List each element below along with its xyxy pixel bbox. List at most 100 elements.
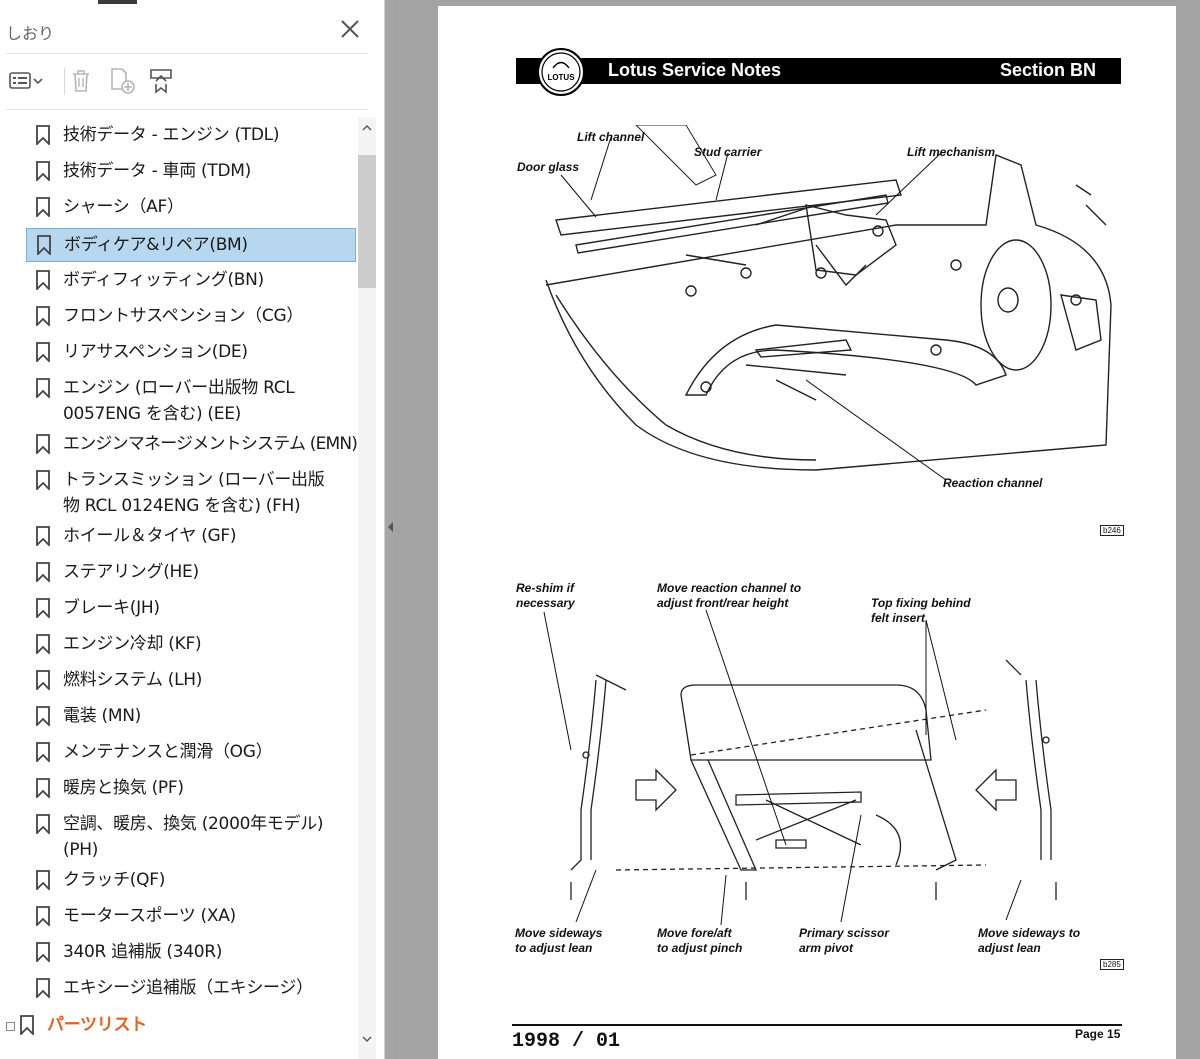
callout-reaction-channel: Reaction channel <box>943 476 1043 490</box>
bookmark-item[interactable]: ホイール＆タイヤ (GF) <box>26 520 356 554</box>
scroll-up-icon[interactable] <box>358 117 376 137</box>
bookmark-icon <box>36 562 50 582</box>
bookmark-label: エキシージ追補版（エキシージ） <box>63 978 313 998</box>
bookmark-icon <box>36 942 50 962</box>
bookmark-icon <box>36 434 50 454</box>
door-mechanism-figure <box>545 125 1112 481</box>
bookmark-label: ブレーキ(JH) <box>63 598 160 618</box>
bookmark-item[interactable]: フロントサスペンション（CG） <box>26 300 356 334</box>
bookmark-item-selected[interactable]: ボディケア&リペア(BM) <box>26 228 356 262</box>
bookmark-label: ステアリング(HE) <box>63 562 199 582</box>
bookmark-item[interactable]: 340R 追補版 (340R) <box>26 936 356 970</box>
doc-header-bar <box>516 58 1121 84</box>
bookmark-icon <box>36 978 50 998</box>
lotus-logo-icon: LOTUS <box>537 48 585 96</box>
bookmark-item[interactable]: ブレーキ(JH) <box>26 592 356 626</box>
callout-top-fixing: Top fixing behind felt insert <box>871 596 971 625</box>
bookmark-item[interactable]: エンジン (ローバー出版物 RCL 0057ENG を含む) (EE) <box>26 372 356 428</box>
bookmark-icon <box>36 870 50 890</box>
bookmark-icon <box>37 235 51 255</box>
bookmark-icon <box>36 598 50 618</box>
bookmark-icon <box>36 306 50 326</box>
bookmark-item[interactable]: エンジンマネージメントシステム (EMN) <box>26 428 358 462</box>
callout-lift-mechanism: Lift mechanism <box>907 145 996 159</box>
bookmark-item[interactable]: エキシージ追補版（エキシージ） <box>26 972 356 1006</box>
pane-tab-indicator <box>98 0 137 4</box>
footer-page-number: Page 15 <box>1075 1027 1121 1041</box>
bookmark-icon <box>36 670 50 690</box>
bookmark-icon <box>36 706 50 726</box>
bookmark-icon <box>36 906 50 926</box>
new-bookmark-icon[interactable] <box>106 64 140 98</box>
bookmark-icon <box>36 634 50 654</box>
bookmark-icon <box>36 197 50 217</box>
doc-header-section: Section BN <box>1000 60 1097 80</box>
bookmark-icon <box>36 125 50 145</box>
bookmark-item[interactable]: 暖房と換気 (PF) <box>26 772 356 806</box>
bookmark-tree: 技術データ - エンジン (TDL) 技術データ - 車両 (TDM) シャーシ… <box>0 117 358 1059</box>
bookmark-item[interactable]: リアサスペンション(DE) <box>26 336 356 370</box>
bookmark-item[interactable]: 燃料システム (LH) <box>26 664 356 698</box>
doc-header-title: Lotus Service Notes <box>608 60 782 80</box>
document-page <box>438 6 1176 1059</box>
bookmark-label: ボディフィッティング(BN) <box>63 270 264 290</box>
bookmark-item[interactable]: ステアリング(HE) <box>26 556 356 590</box>
bookmark-icon <box>20 1015 34 1035</box>
bookmark-item[interactable]: トランスミッション (ローバー出版物 RCL 0124ENG を含む) (FH) <box>26 464 356 520</box>
bookmark-icon <box>36 814 50 834</box>
bookmark-label: メンテナンスと潤滑（OG） <box>63 742 273 762</box>
bookmark-item[interactable]: クラッチ(QF) <box>26 864 356 898</box>
bookmark-options-icon[interactable] <box>6 64 46 98</box>
bookmark-item[interactable]: メンテナンスと潤滑（OG） <box>26 736 356 770</box>
bookmark-label: エンジン冷却 (KF) <box>63 634 202 654</box>
bookmark-label: 暖房と換気 (PF) <box>63 778 184 798</box>
expand-toggle-icon[interactable] <box>6 1022 15 1031</box>
bookmarks-toolbar <box>6 62 376 100</box>
callout-move-reaction-channel: Move reaction channel to adjust front/re… <box>657 581 802 610</box>
footer-rule <box>512 1024 1122 1026</box>
bookmarks-pane: しおり <box>0 0 385 1059</box>
bookmark-label: エンジンマネージメントシステム (EMN) <box>63 434 358 454</box>
bookmark-label: ホイール＆タイヤ (GF) <box>63 526 237 546</box>
bookmark-label: 技術データ - 車両 (TDM) <box>63 161 251 181</box>
bookmark-label: パーツリスト <box>47 1015 147 1035</box>
scroll-down-icon[interactable] <box>358 1029 376 1049</box>
bookmark-label: 技術データ - エンジン (TDL) <box>63 125 280 145</box>
callout-stud-carrier: Stud carrier <box>694 145 762 159</box>
bookmark-item[interactable]: ボディフィッティング(BN) <box>26 264 356 298</box>
bookmark-label: リアサスペンション(DE) <box>63 342 248 362</box>
bookmark-icon <box>36 778 50 798</box>
bookmark-item[interactable]: 技術データ - 車両 (TDM) <box>26 155 356 189</box>
bookmark-icon <box>36 161 50 181</box>
figure-tag: b246 <box>1100 525 1124 536</box>
scrollbar[interactable] <box>358 117 376 1059</box>
bookmark-icon <box>36 342 50 362</box>
expand-bookmark-icon[interactable] <box>144 64 178 98</box>
bookmark-label: シャーシ（AF） <box>63 197 184 217</box>
bookmark-item[interactable]: シャーシ（AF） <box>26 191 356 225</box>
delete-icon[interactable] <box>66 64 96 98</box>
callout-primary-scissor: Primary scissor arm pivot <box>799 926 890 955</box>
scrollbar-thumb[interactable] <box>358 155 376 288</box>
bookmark-item[interactable]: 空調、暖房、換気 (2000年モデル) (PH) <box>26 808 356 864</box>
bookmark-label: エンジン (ローバー出版物 RCL 0057ENG を含む) (EE) <box>63 378 295 424</box>
callout-door-glass: Door glass <box>517 160 580 174</box>
bookmark-label: 燃料システム (LH) <box>63 670 203 690</box>
bookmark-item[interactable]: 技術データ - エンジン (TDL) <box>26 119 356 153</box>
bookmark-label: モータースポーツ (XA) <box>63 906 236 926</box>
bookmark-icon <box>36 742 50 762</box>
bookmark-item[interactable]: エンジン冷却 (KF) <box>26 628 356 662</box>
bookmark-item[interactable]: モータースポーツ (XA) <box>26 900 356 934</box>
bookmark-item-parts-list[interactable]: パーツリスト <box>10 1009 340 1043</box>
bookmark-item[interactable]: 電装 (MN) <box>26 700 356 734</box>
callout-move-sideways-right: Move sideways to adjust lean <box>978 926 1081 955</box>
bookmark-label: 電装 (MN) <box>63 706 141 726</box>
collapse-pane-icon[interactable] <box>388 522 393 532</box>
pane-title: しおり <box>6 24 55 43</box>
divider <box>6 109 368 110</box>
divider <box>6 53 368 54</box>
callout-re-shim: Re-shim if necessary <box>516 581 575 610</box>
bookmark-icon <box>36 526 50 546</box>
close-icon[interactable] <box>337 16 363 42</box>
bookmark-icon <box>36 470 50 490</box>
